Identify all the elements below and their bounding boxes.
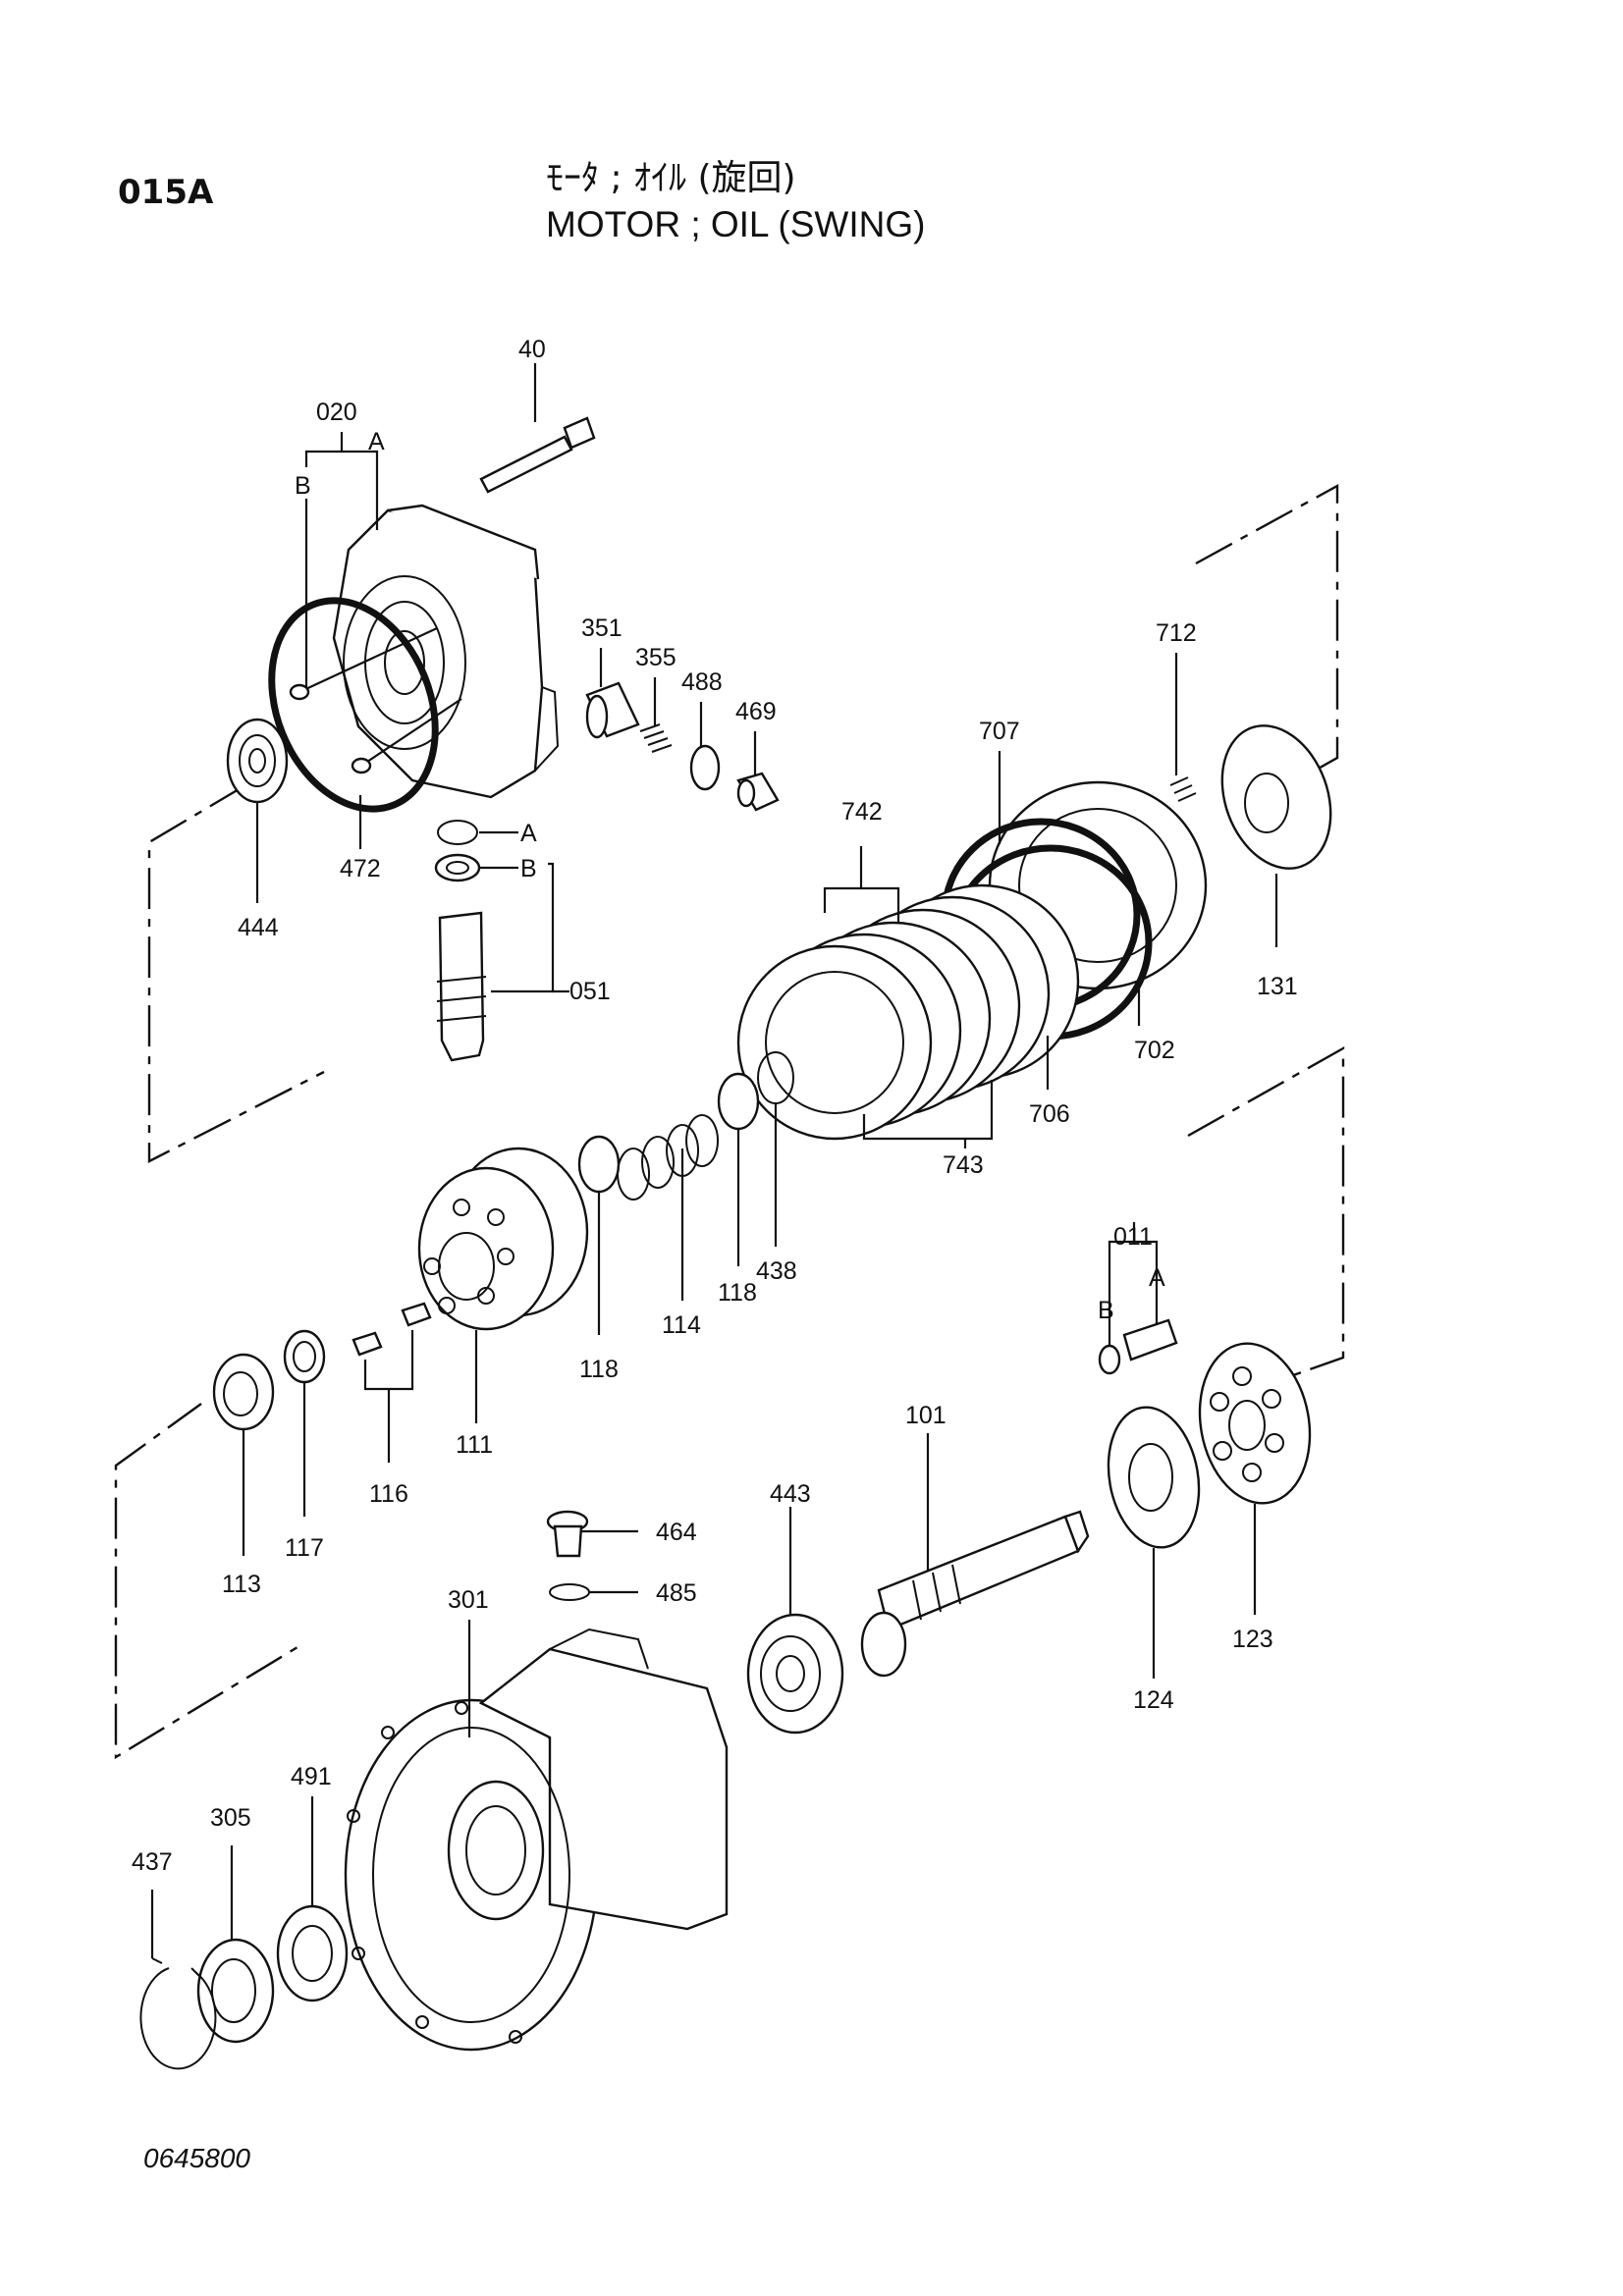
- callout-111: 111: [456, 1431, 493, 1459]
- housing-301: [344, 1628, 729, 2052]
- bearing-443: [746, 1613, 844, 1735]
- casing-bore: [343, 575, 466, 750]
- callout-a3: A: [1149, 1264, 1165, 1292]
- leader-lines: [150, 363, 1278, 1958]
- document-number: 0645800: [143, 2143, 251, 2173]
- valve-051-assembly: [434, 820, 487, 1062]
- alignment-line-left-lower: [114, 1403, 303, 1760]
- callout-301: 301: [448, 1586, 489, 1614]
- callout-485: 485: [656, 1579, 697, 1607]
- callout-labels: 40 020 A B 351 355 488 469 712 707 742 A…: [132, 336, 1298, 1876]
- sleeve-051: [438, 911, 485, 1062]
- callout-a2: A: [520, 820, 537, 847]
- valve-casing-assembly: [289, 504, 560, 799]
- housing-body: [478, 1647, 729, 1931]
- callout-438: 438: [756, 1257, 797, 1285]
- callout-351: 351: [581, 614, 622, 642]
- callout-113: 113: [222, 1571, 261, 1598]
- bolt-40: [479, 416, 596, 494]
- o-ring-485: [549, 1583, 590, 1601]
- piston-011: [1098, 1318, 1178, 1375]
- callout-742: 742: [841, 798, 883, 826]
- callout-437: 437: [132, 1848, 173, 1876]
- title-english: MOTOR ; OIL (SWING): [546, 204, 926, 244]
- callout-743: 743: [943, 1151, 984, 1179]
- oil-seal-491: [276, 1904, 349, 2002]
- callout-114: 114: [662, 1311, 701, 1339]
- callout-118-lower: 118: [579, 1356, 619, 1383]
- callout-707: 707: [979, 718, 1020, 745]
- title-japanese: ﾓｰﾀ ; ｵｲﾙ (旋回): [546, 158, 796, 198]
- pin-line: [298, 627, 438, 693]
- ring-305: [196, 1938, 275, 2044]
- spring-712: [1169, 776, 1197, 802]
- callout-b2: B: [520, 855, 537, 882]
- o-ring-051a: [437, 820, 478, 845]
- piston-011a: [1122, 1318, 1178, 1362]
- ring-118-lower: [577, 1135, 621, 1194]
- spring-355: [639, 723, 673, 753]
- callout-051: 051: [569, 978, 611, 1005]
- callout-464: 464: [656, 1519, 697, 1546]
- callout-116: 116: [369, 1480, 408, 1508]
- callout-131: 131: [1257, 973, 1298, 1000]
- spring-group: [577, 1051, 794, 1201]
- collar-113: [212, 1353, 275, 1431]
- o-ring-472: [268, 597, 439, 813]
- pin-b-upper: [289, 683, 310, 701]
- plug-464: [546, 1510, 589, 1558]
- callout-472: 472: [340, 855, 381, 882]
- shaft-101: [860, 1510, 1090, 1678]
- callout-40: 40: [518, 336, 546, 363]
- callout-305: 305: [210, 1804, 251, 1832]
- callout-469: 469: [735, 698, 777, 725]
- callout-011: 011: [1113, 1223, 1153, 1251]
- callout-355: 355: [635, 644, 676, 671]
- callout-706: 706: [1029, 1100, 1070, 1128]
- callout-123: 123: [1232, 1626, 1273, 1653]
- callout-491: 491: [291, 1763, 332, 1790]
- callout-101: 101: [905, 1402, 947, 1429]
- o-ring-488: [689, 744, 721, 791]
- ring-117: [283, 1329, 326, 1384]
- callout-020: 020: [316, 399, 357, 426]
- callout-a1: A: [368, 428, 385, 455]
- washer-051b: [434, 853, 481, 882]
- retainer-plate-123: [1198, 1342, 1312, 1505]
- callout-488: 488: [681, 668, 723, 696]
- callout-117: 117: [285, 1534, 324, 1562]
- diagram-code: 015A: [118, 173, 214, 212]
- callout-b1: B: [295, 472, 311, 500]
- thrust-plate-124: [1107, 1406, 1201, 1549]
- callout-443: 443: [770, 1480, 811, 1508]
- callout-712: 712: [1156, 619, 1197, 647]
- bearing-444: [226, 718, 289, 804]
- valve-casing-top: [387, 504, 540, 580]
- relief-parts: [585, 681, 780, 812]
- ring-118-upper: [717, 1072, 760, 1131]
- snap-ring-437: [139, 1957, 217, 2070]
- callout-124: 124: [1133, 1686, 1174, 1714]
- alignment-line-right-upper: [1195, 483, 1339, 777]
- disc-742c: [736, 944, 933, 1141]
- callout-118-upper: 118: [718, 1279, 757, 1307]
- pins-116: [352, 1302, 432, 1357]
- callout-702: 702: [1134, 1037, 1175, 1064]
- cylinder-block-111: [417, 1147, 589, 1331]
- spring-114: [617, 1114, 720, 1201]
- pin-b-lower: [351, 757, 372, 774]
- brake-pack: [736, 780, 1208, 1141]
- callout-b3: B: [1098, 1297, 1114, 1324]
- shoe-011b: [1098, 1344, 1121, 1375]
- callout-444: 444: [238, 914, 279, 941]
- valve-plate-131: [1220, 724, 1332, 870]
- alignment-line-left-upper: [147, 783, 325, 1163]
